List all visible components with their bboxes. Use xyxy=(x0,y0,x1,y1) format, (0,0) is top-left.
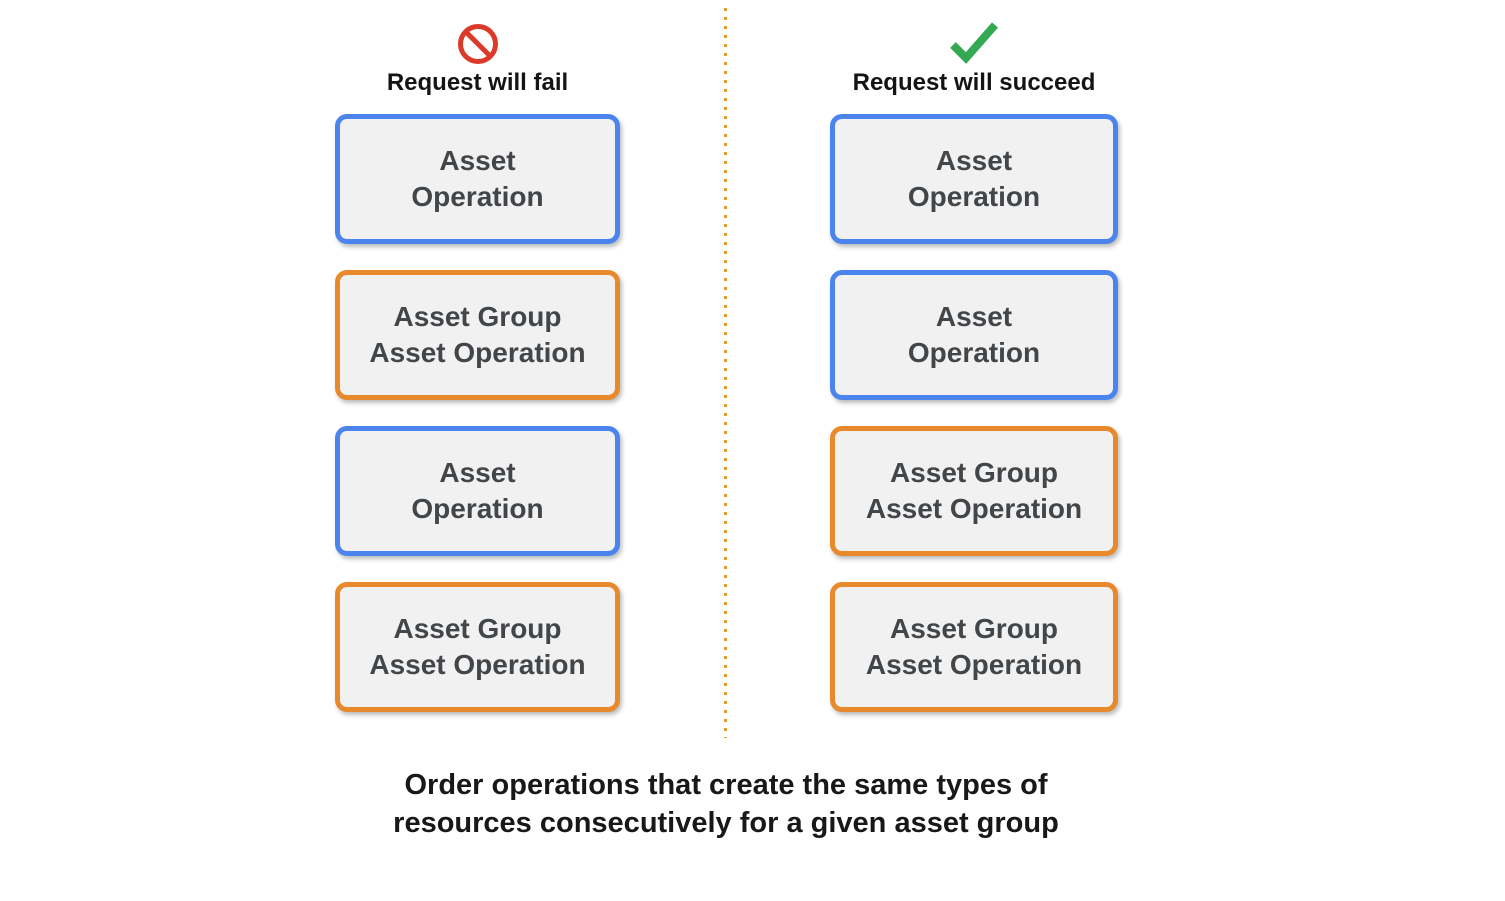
box-label: Asset Group Asset Operation xyxy=(369,299,585,371)
asset-group-asset-operation-box: Asset Group Asset Operation xyxy=(335,270,620,400)
box-label-line2: Asset Operation xyxy=(369,337,586,368)
box-label: Asset Operation xyxy=(411,455,543,527)
asset-operation-box: Asset Operation xyxy=(830,270,1118,400)
box-label-line1: Asset Group xyxy=(889,613,1059,644)
asset-operation-box: Asset Operation xyxy=(335,426,620,556)
asset-group-asset-operation-box: Asset Group Asset Operation xyxy=(335,582,620,712)
check-icon xyxy=(945,16,1003,66)
box-label-line1: Asset Group xyxy=(393,301,562,332)
box-label-line2: Asset Operation xyxy=(865,649,1083,680)
box-label-line2: Operation xyxy=(411,493,544,524)
caption-line2: resources consecutively for a given asse… xyxy=(393,807,1059,839)
box-label-line2: Asset Operation xyxy=(865,493,1083,524)
box-label: Asset Operation xyxy=(411,143,543,215)
asset-group-asset-operation-box: Asset Group Asset Operation xyxy=(830,426,1118,556)
box-label-line1: Asset Group xyxy=(393,613,562,644)
box-label-line1: Asset xyxy=(935,301,1013,332)
box-label-line1: Asset xyxy=(935,145,1013,176)
succeed-column: Request will succeed Asset Operation Ass… xyxy=(830,16,1118,712)
box-label: Asset Operation xyxy=(908,299,1040,371)
box-label-line2: Operation xyxy=(411,181,544,212)
caption: Order operations that create the same ty… xyxy=(0,766,1452,842)
asset-operation-box: Asset Operation xyxy=(830,114,1118,244)
box-label-line2: Operation xyxy=(907,337,1041,368)
box-label-line2: Asset Operation xyxy=(369,649,586,680)
box-label: Asset Group Asset Operation xyxy=(369,611,585,683)
asset-operation-box: Asset Operation xyxy=(335,114,620,244)
succeed-column-title: Request will succeed xyxy=(852,69,1096,96)
fail-column: Request will fail Asset Operation Asset … xyxy=(335,16,620,712)
box-label-line1: Asset xyxy=(439,145,516,176)
box-label: Asset Group Asset Operation xyxy=(866,611,1082,683)
box-label-line1: Asset xyxy=(439,457,516,488)
box-label-line1: Asset Group xyxy=(889,457,1059,488)
asset-group-asset-operation-box: Asset Group Asset Operation xyxy=(830,582,1118,712)
column-divider xyxy=(724,8,727,738)
caption-line1: Order operations that create the same ty… xyxy=(404,769,1048,801)
fail-box-stack: Asset Operation Asset Group Asset Operat… xyxy=(335,114,620,712)
box-label: Asset Operation xyxy=(908,143,1040,215)
box-label-line2: Operation xyxy=(907,181,1041,212)
prohibited-icon xyxy=(456,16,500,66)
succeed-box-stack: Asset Operation Asset Operation Asset Gr… xyxy=(830,114,1118,712)
box-label: Asset Group Asset Operation xyxy=(866,455,1082,527)
fail-column-title: Request will fail xyxy=(386,69,569,96)
